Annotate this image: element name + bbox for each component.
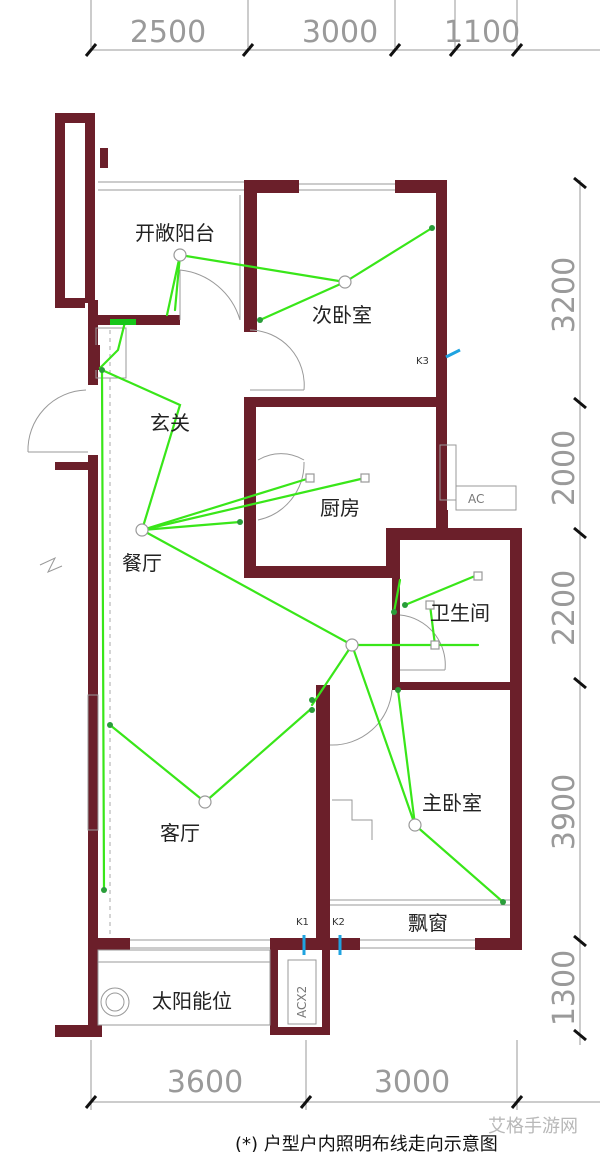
room-bay-window: 飘窗 bbox=[408, 911, 448, 935]
room-entrance: 玄关 bbox=[150, 411, 190, 435]
k1-label: K1 bbox=[296, 917, 309, 928]
room-bathroom: 卫生间 bbox=[430, 601, 490, 625]
bottom-dimension-line: 3600 3000 bbox=[84, 1040, 600, 1110]
right-dim-5: 1300 bbox=[547, 950, 582, 1026]
ac-label-2: ACX2 bbox=[295, 986, 309, 1018]
room-living: 客厅 bbox=[160, 821, 200, 845]
thin-lines bbox=[27, 148, 517, 1026]
room-balcony: 开敞阳台 bbox=[135, 221, 215, 245]
top-dim-1: 2500 bbox=[130, 15, 206, 50]
bottom-dim-1: 3600 bbox=[167, 1065, 243, 1100]
watermark: 艾格手游网 bbox=[488, 1116, 578, 1137]
circuit-markers: K3 K1 K2 AC ACX2 bbox=[295, 348, 484, 1018]
figure-caption: (*) 户型户内照明布线走向示意图 bbox=[235, 1134, 498, 1152]
right-dimension-line: 3200 2000 2200 3900 1300 bbox=[547, 176, 587, 1045]
room-dining: 餐厅 bbox=[122, 551, 162, 575]
walls bbox=[55, 113, 522, 1037]
room-master-bedroom: 主卧室 bbox=[422, 791, 482, 815]
top-dimension-line: 2500 3000 1100 bbox=[84, 0, 600, 57]
room-second-bedroom: 次卧室 bbox=[312, 303, 372, 327]
right-dim-4: 3900 bbox=[547, 774, 582, 850]
right-dim-2: 2000 bbox=[547, 430, 582, 506]
top-dim-2: 3000 bbox=[302, 15, 378, 50]
bottom-dim-2: 3000 bbox=[374, 1065, 450, 1100]
fixtures bbox=[99, 225, 506, 905]
right-dim-1: 3200 bbox=[547, 257, 582, 333]
top-dim-3: 1100 bbox=[444, 15, 520, 50]
ac-label-1: AC bbox=[468, 492, 484, 506]
right-dim-3: 2200 bbox=[547, 570, 582, 646]
k3-label: K3 bbox=[416, 356, 429, 367]
room-labels: 开敞阳台 次卧室 玄关 厨房 餐厅 卫生间 客厅 主卧室 飘窗 太阳能位 bbox=[122, 221, 490, 1013]
room-kitchen: 厨房 bbox=[320, 496, 360, 520]
room-solar: 太阳能位 bbox=[152, 989, 232, 1013]
k2-label: K2 bbox=[332, 917, 345, 928]
